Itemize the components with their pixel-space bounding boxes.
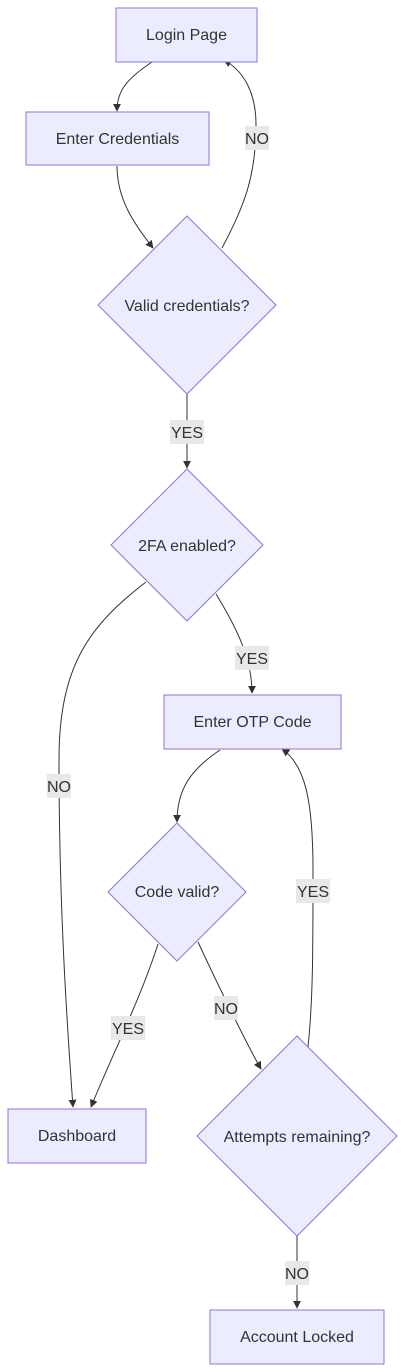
edge-attempts-yes-to-otp xyxy=(281,748,314,1048)
svg-text:Code valid?: Code valid? xyxy=(135,884,220,901)
node-code-valid-decision: Code valid? xyxy=(107,822,247,962)
edge-code-no-to-attempts xyxy=(197,941,262,1070)
svg-text:YES: YES xyxy=(112,1021,144,1038)
svg-text:Attempts remaining?: Attempts remaining? xyxy=(224,1129,371,1146)
node-enter-otp-code: Enter OTP Code xyxy=(163,694,342,750)
svg-text:Enter Credentials: Enter Credentials xyxy=(56,131,180,148)
svg-text:Valid credentials?: Valid credentials? xyxy=(124,298,249,315)
node-attempts-remaining-decision: Attempts remaining? xyxy=(196,1035,398,1237)
svg-text:YES: YES xyxy=(297,884,329,901)
svg-text:NO: NO xyxy=(285,1266,309,1283)
node-2fa-enabled-decision: 2FA enabled? xyxy=(110,468,264,622)
svg-text:2FA enabled?: 2FA enabled? xyxy=(138,538,236,555)
edge-label-2fa-yes: YES xyxy=(235,646,269,670)
svg-text:NO: NO xyxy=(214,1001,238,1018)
edge-2fa-yes-to-otp xyxy=(215,593,256,694)
edge-label-code-no: NO xyxy=(214,996,238,1020)
edge-credentials-to-valid xyxy=(116,165,154,249)
node-valid-credentials-decision: Valid credentials? xyxy=(97,215,277,395)
svg-text:YES: YES xyxy=(171,425,203,442)
svg-text:Account Locked: Account Locked xyxy=(240,1329,354,1346)
edge-label-2fa-no: NO xyxy=(47,774,71,798)
edge-label-code-yes: YES xyxy=(111,1016,145,1040)
edge-valid-no-to-login xyxy=(221,59,257,249)
svg-text:Enter OTP Code: Enter OTP Code xyxy=(194,714,312,731)
svg-text:NO: NO xyxy=(245,131,269,148)
edge-label-attempts-no: NO xyxy=(285,1261,309,1285)
svg-text:YES: YES xyxy=(236,651,268,668)
node-account-locked: Account Locked xyxy=(209,1309,385,1365)
svg-text:Login Page: Login Page xyxy=(146,27,227,44)
node-dashboard: Dashboard xyxy=(7,1108,147,1164)
node-enter-credentials: Enter Credentials xyxy=(25,111,210,166)
edge-label-valid-yes: YES xyxy=(170,420,204,444)
svg-text:NO: NO xyxy=(47,779,71,796)
edge-label-attempts-yes: YES xyxy=(296,879,330,903)
node-login-page: Login Page xyxy=(115,7,258,63)
svg-text:Dashboard: Dashboard xyxy=(38,1128,116,1145)
edge-login-to-credentials xyxy=(113,61,153,112)
edge-otp-to-code-valid xyxy=(173,749,221,823)
edge-label-valid-no: NO xyxy=(245,126,269,150)
